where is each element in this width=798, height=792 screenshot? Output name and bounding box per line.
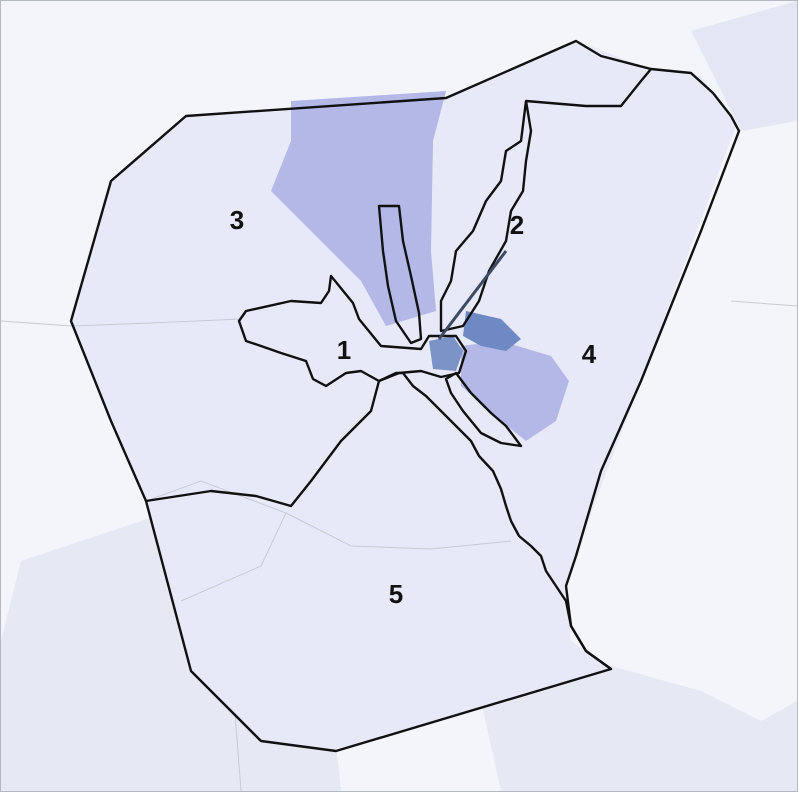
tract-shaded-dark <box>463 311 521 351</box>
district-label-4: 4 <box>582 339 597 369</box>
road <box>145 480 512 550</box>
county-area <box>71 41 736 751</box>
tract-shaded-east <box>461 341 569 441</box>
district-boundary-1-5 <box>378 371 403 383</box>
outside-road <box>1 320 72 327</box>
road <box>180 512 287 602</box>
district-boundary-2-4 <box>439 68 652 333</box>
district-label-3: 3 <box>230 205 244 235</box>
tract-shaded-center <box>429 336 463 371</box>
district-label-1: 1 <box>337 335 351 365</box>
outside-region-south <box>481 666 797 791</box>
district-2-leader-line <box>437 250 508 340</box>
district-label-5: 5 <box>389 579 403 609</box>
outside-region-northeast <box>691 1 797 131</box>
tract-shaded-north <box>271 91 446 326</box>
district-boundary-2-spike <box>377 204 423 345</box>
district-boundary-4-5 <box>402 372 612 670</box>
district-boundary-1 <box>237 274 468 388</box>
district-boundary-2-4-south <box>444 371 523 448</box>
outside-road <box>730 300 797 307</box>
district-label-2: 2 <box>510 210 524 240</box>
district-boundary-3-5 <box>145 380 381 508</box>
road <box>70 318 242 327</box>
